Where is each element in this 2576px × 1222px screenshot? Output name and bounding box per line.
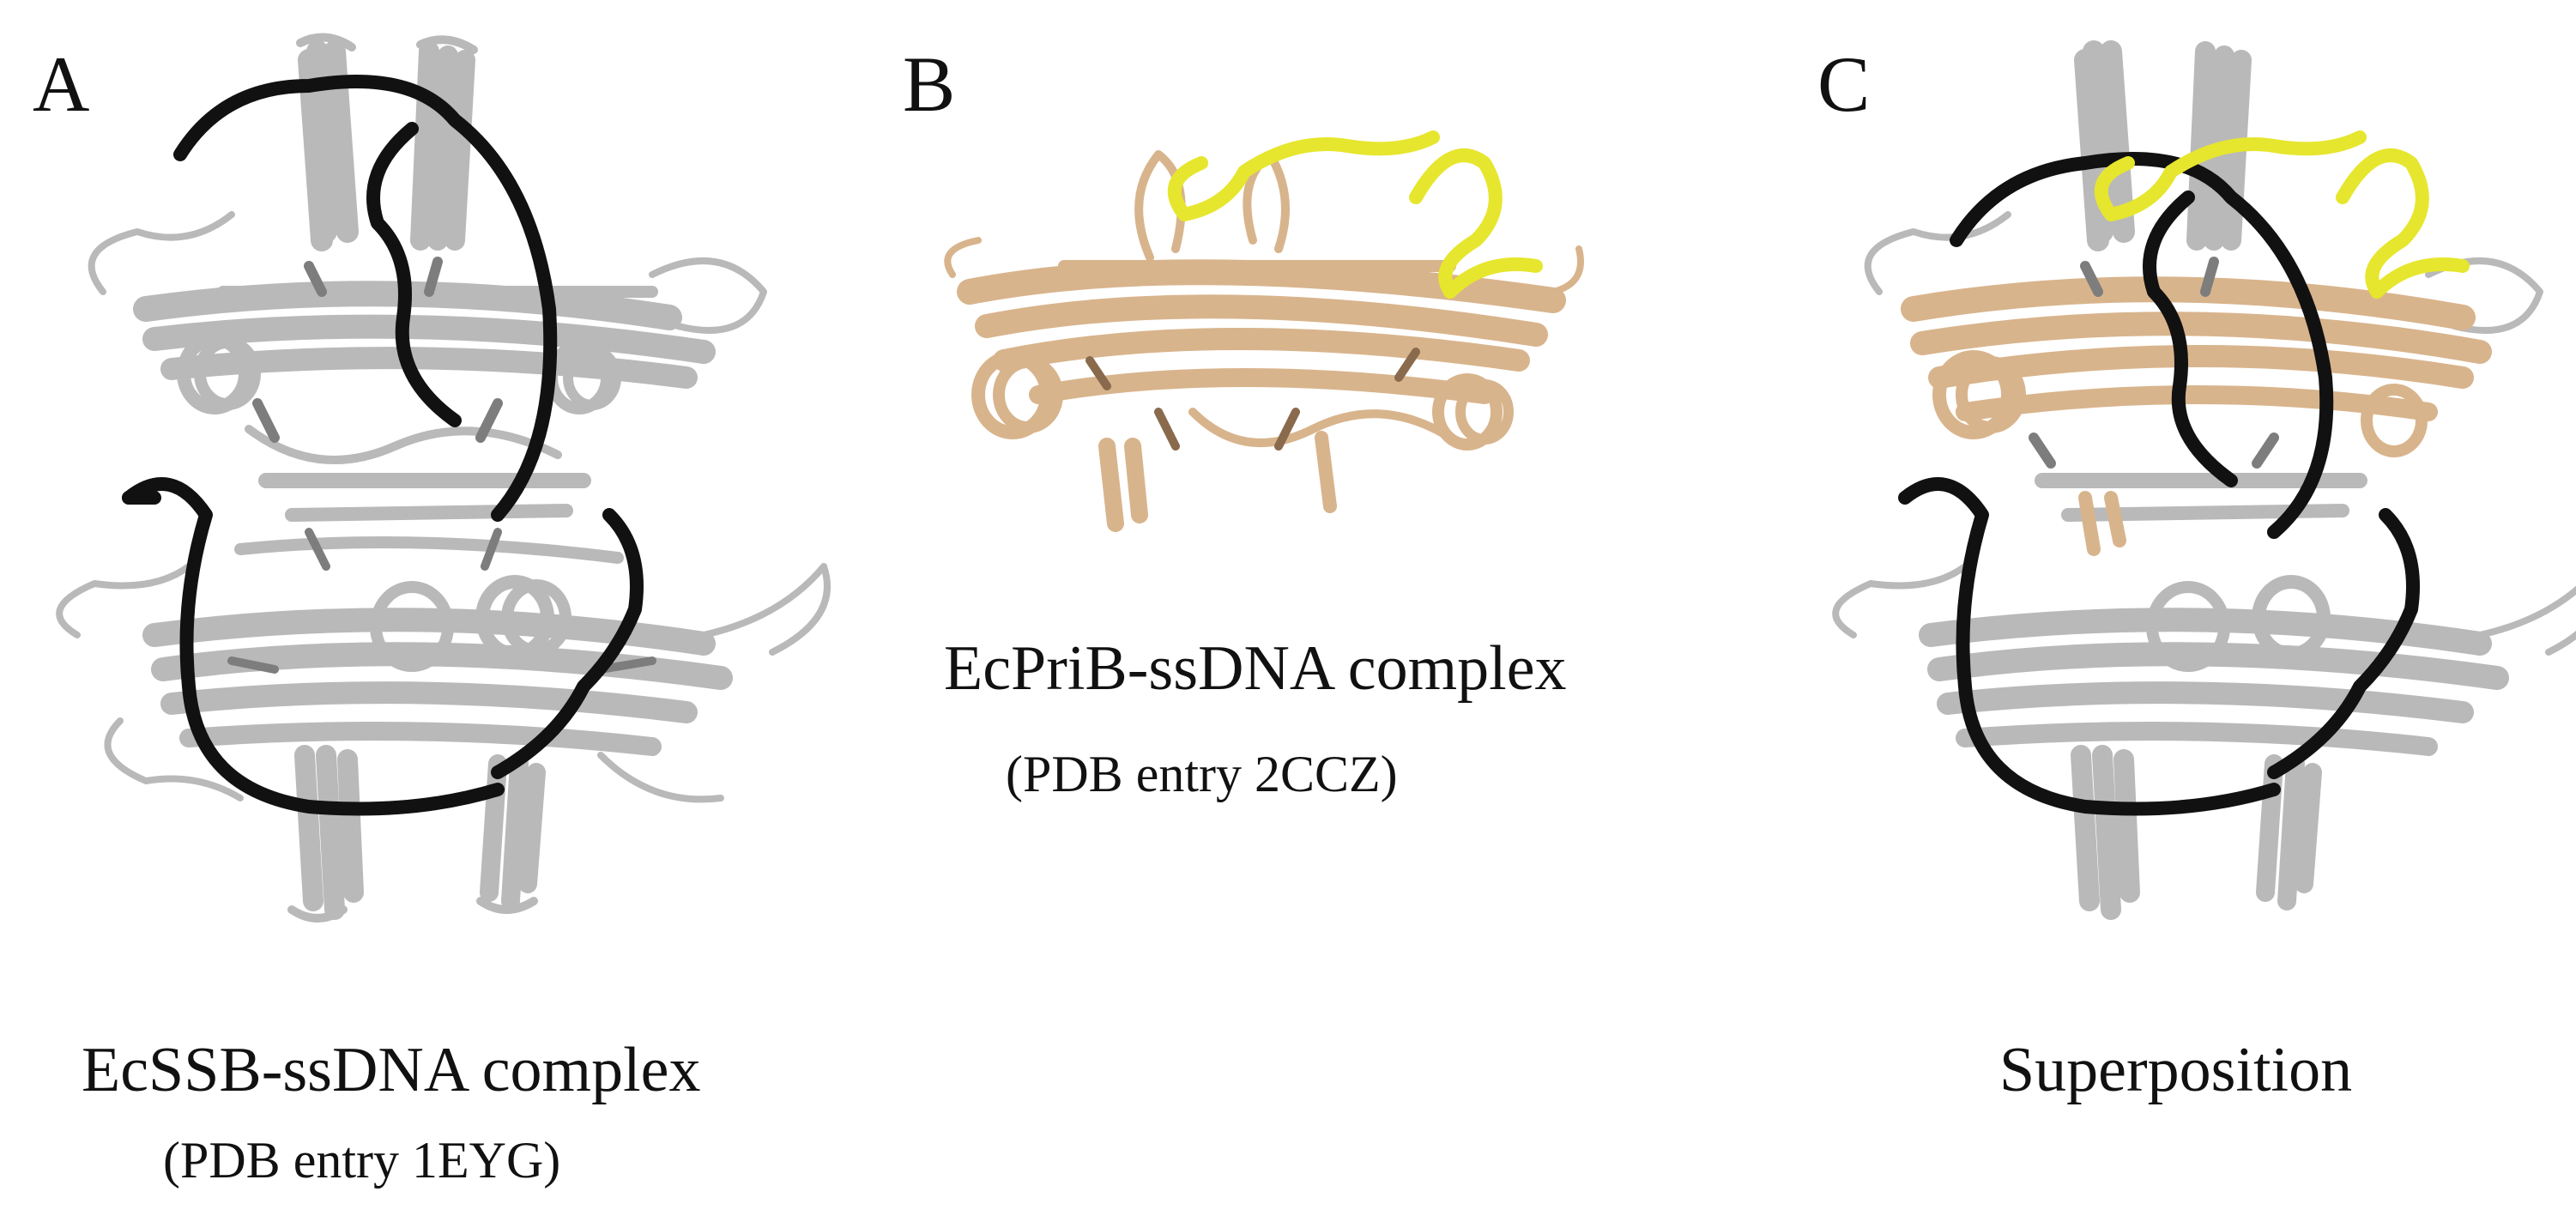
ssb-protein-ribbons bbox=[56, 33, 831, 923]
panel-b-label: B bbox=[903, 40, 956, 128]
prib-ssdna-strand bbox=[1167, 130, 1543, 299]
ssb-dark-accents bbox=[227, 257, 656, 674]
panel-b-caption: EcPriB-ssDNA complex bbox=[944, 633, 1567, 704]
panel-c-caption: Superposition bbox=[1999, 1035, 2353, 1105]
ssb-ssdna-strand bbox=[122, 75, 644, 816]
panel-b-subcaption: (PDB entry 2CCZ) bbox=[1006, 746, 1398, 802]
panel-a-caption: EcSSB-ssDNA complex bbox=[82, 1035, 701, 1105]
panel-c-label: C bbox=[1817, 40, 1871, 128]
superposed-prib-ssdna-strand bbox=[2094, 130, 2470, 299]
superposition-structure-image bbox=[1832, 40, 2576, 920]
superposed-dark-accents bbox=[2029, 257, 2279, 469]
panel-a-label: A bbox=[33, 40, 90, 128]
superposed-ssb-ssdna-strand bbox=[1898, 152, 2420, 816]
ssb-structure-image bbox=[56, 33, 831, 923]
prib-dark-accents bbox=[1085, 348, 1420, 451]
prib-protein-ribbons bbox=[944, 150, 1584, 532]
prib-structure-image bbox=[944, 130, 1584, 532]
panel-a-subcaption: (PDB entry 1EYG) bbox=[163, 1132, 561, 1189]
superposed-prib-ribbons bbox=[1901, 276, 2492, 556]
